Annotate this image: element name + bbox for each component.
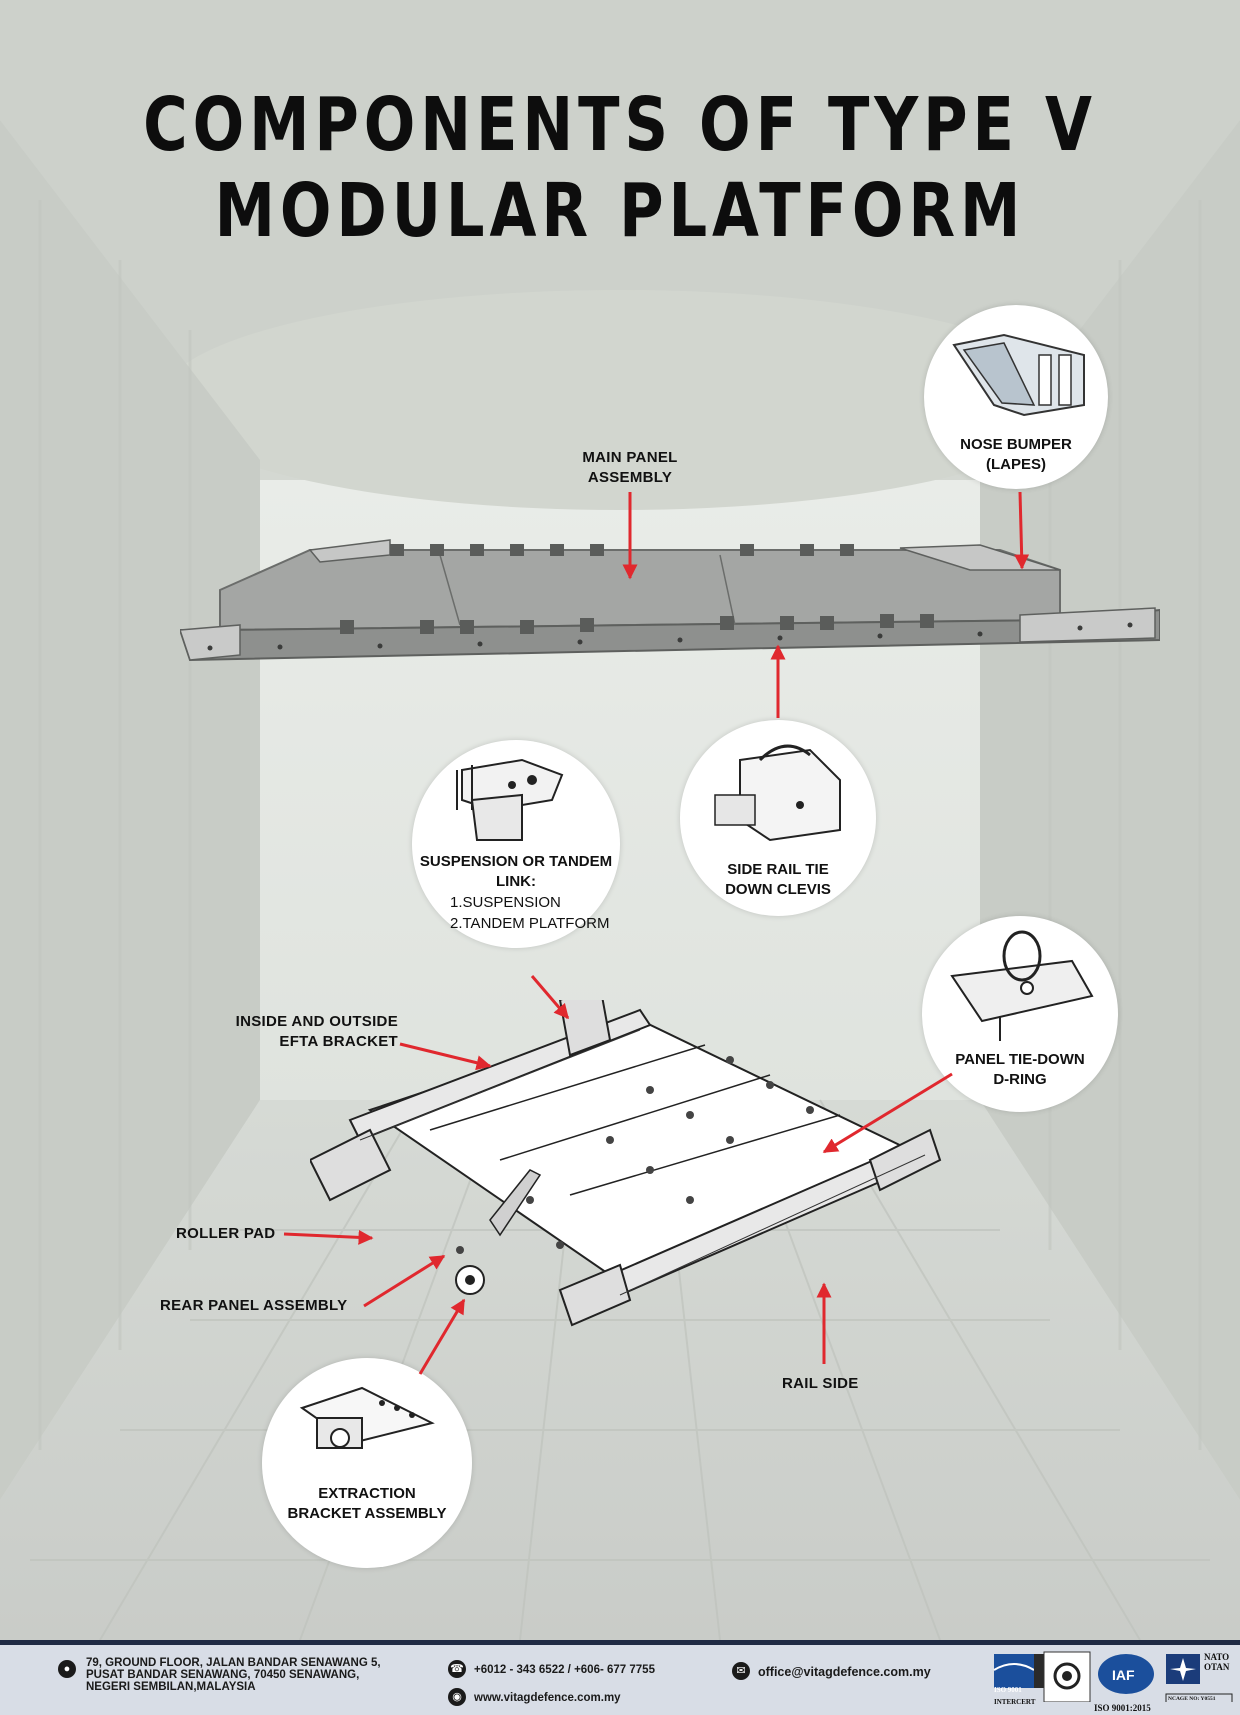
phone-icon: ☎ [448, 1660, 466, 1678]
rear-panel-label: REAR PANEL ASSEMBLY [160, 1297, 348, 1314]
rail-side-label: RAIL SIDE [782, 1375, 859, 1392]
suspension-list-item: 1.SUSPENSION [450, 894, 561, 911]
panel-dring-callout: PANEL TIE-DOWN D-RING [922, 916, 1118, 1112]
footer: ● 79, GROUND FLOOR, JALAN BANDAR SENAWAN… [0, 1640, 1240, 1715]
extraction-label: EXTRACTION BRACKET ASSEMBLY [287, 1485, 447, 1522]
main-panel-label: MAIN PANEL ASSEMBLY [582, 449, 678, 486]
side-rail-clevis-callout: SIDE RAIL TIE DOWN CLEVIS [680, 720, 876, 916]
extraction-bracket-icon [299, 1386, 435, 1449]
suspension-list: 1.SUSPENSION 2.TANDEM PLATFORM [450, 892, 609, 934]
iaf-logo [1098, 1654, 1154, 1694]
nose-bumper-icon [952, 333, 1085, 417]
suspension-list-item: 2.TANDEM PLATFORM [450, 915, 610, 932]
globe-icon: ◉ [448, 1688, 466, 1706]
location-pin-icon: ● [58, 1660, 76, 1678]
panel-dring-label: PANEL TIE-DOWN D-RING [955, 1051, 1085, 1088]
nato-logo [1165, 1654, 1233, 1702]
intercert-text: INTERCERT [994, 1698, 1036, 1706]
email-icon: ✉ [732, 1662, 750, 1680]
iso9001-text: ISO 9001 [994, 1686, 1022, 1694]
efta-bracket-label: INSIDE AND OUTSIDE EFTA BRACKET [235, 1013, 398, 1050]
ncage-text: NCAGE NO: Y0551 [1168, 1696, 1216, 1702]
extraction-bracket-callout: EXTRACTION BRACKET ASSEMBLY [262, 1358, 472, 1568]
suspension-link-callout: SUSPENSION OR TANDEM LINK: 1.SUSPENSION … [412, 740, 620, 948]
footer-email-link[interactable]: office@vitagdefence.com.my [758, 1665, 931, 1679]
footer-phone: +6012 - 343 6522 / +606- 677 7755 [474, 1664, 655, 1676]
accreditation-logo [1043, 1651, 1091, 1702]
footer-address: 79, GROUND FLOOR, JALAN BANDAR SENAWANG … [86, 1657, 381, 1693]
platform-assembly-drawing [310, 1000, 942, 1327]
page-title-line-2: MODULAR PLATFORM [214, 168, 1026, 254]
nato-text: NATO OTAN [1204, 1652, 1230, 1672]
side-rail-clevis-icon [714, 744, 841, 842]
iso9001-intercert-logo [993, 1654, 1044, 1688]
suspension-link-icon [456, 758, 564, 841]
iaf-text: IAF [1112, 1667, 1135, 1683]
footer-website-link[interactable]: www.vitagdefence.com.my [474, 1692, 621, 1704]
iso2015-text: ISO 9001:2015 [1094, 1703, 1151, 1713]
roller-pad-label: ROLLER PAD [176, 1225, 276, 1242]
nose-bumper-callout: NOSE BUMPER (LAPES) [924, 305, 1108, 489]
nose-bumper-label: NOSE BUMPER (LAPES) [960, 436, 1072, 473]
side-rail-label: SIDE RAIL TIE DOWN CLEVIS [725, 861, 831, 898]
suspension-title: SUSPENSION OR TANDEM LINK: [419, 853, 613, 890]
page-title-line-1: COMPONENTS OF TYPE V [143, 82, 1097, 168]
main-panel-assembly-drawing [180, 539, 1160, 662]
footer-top-line [0, 1640, 1240, 1645]
d-ring-icon [950, 930, 1094, 1041]
